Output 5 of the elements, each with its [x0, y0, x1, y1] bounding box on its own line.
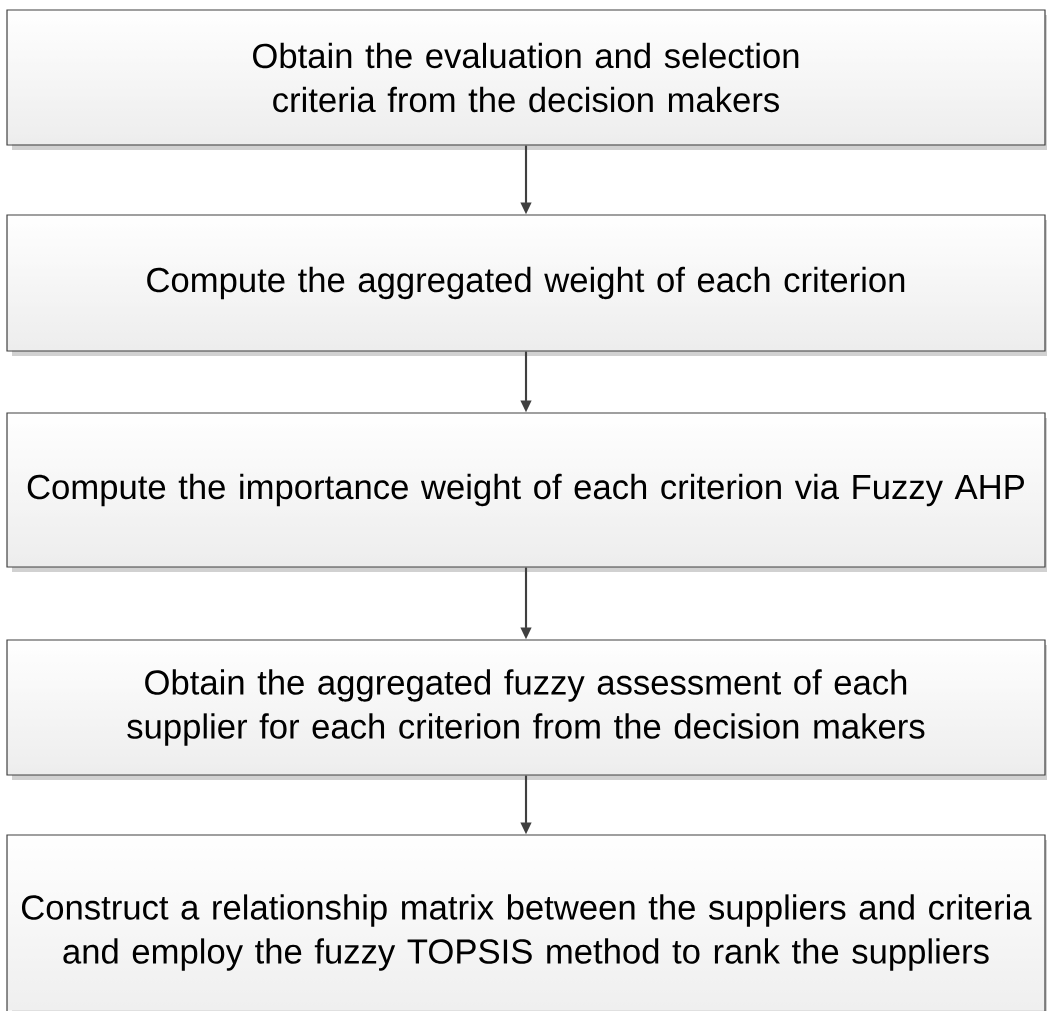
process-box: Construct a relationship matrix between the suppliers and criteria and employ the fuzzy TOPSIS method to rank the suppliers — [6, 834, 1047, 1011]
process-box: Obtain the evaluation and selection criteria from the decision makers — [6, 9, 1047, 150]
process-box: Compute the importance weight of each criterion via Fuzzy AHP — [6, 412, 1047, 572]
process-box: Compute the aggregated weight of each criterion — [6, 214, 1047, 356]
process-box: Obtain the aggregated fuzzy assessment of each supplier for each criterion from the decision makers — [6, 639, 1047, 780]
